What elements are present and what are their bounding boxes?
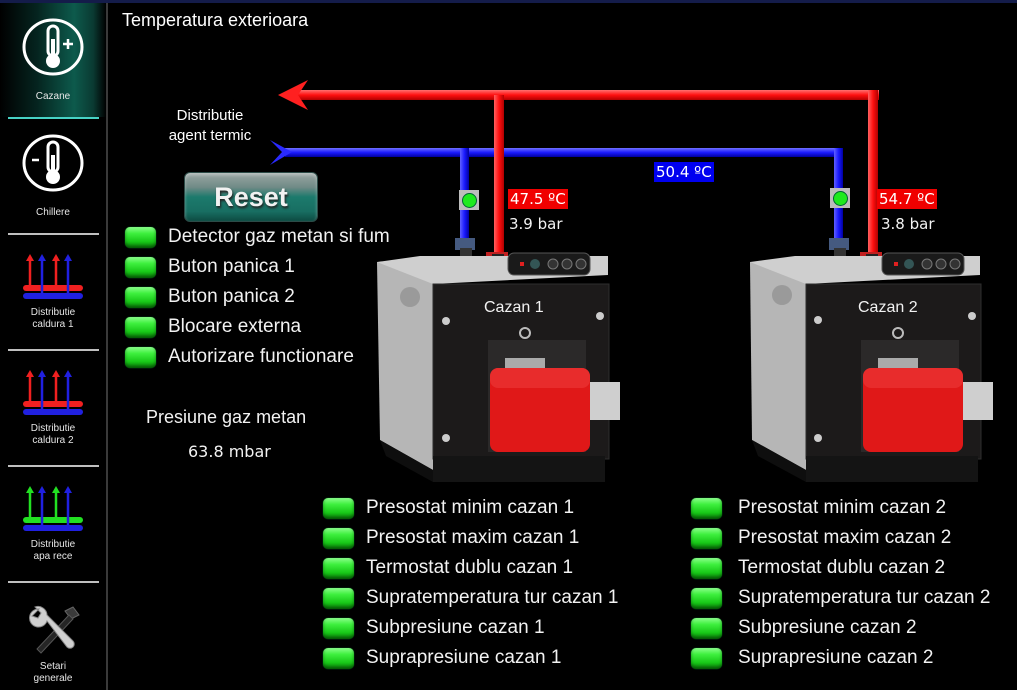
supply-pipe-main (290, 90, 879, 100)
status-led-icon (691, 557, 722, 579)
status-led-icon (691, 617, 722, 639)
sidebar-item-cazane[interactable]: Cazane (0, 3, 106, 117)
status-item: Subpresiune cazan 2 (691, 613, 990, 643)
sidebar-divider (8, 581, 99, 583)
sidebar-item-label: Cazane (35, 91, 71, 102)
status-led-icon (691, 497, 722, 519)
boiler-2-pressure: 3.8 bar (881, 215, 935, 233)
general-status-list: Detector gaz metan si fum Buton panica 1… (125, 222, 390, 372)
status-led-icon (691, 647, 722, 669)
boiler-1-pressure: 3.9 bar (509, 215, 563, 233)
reset-button[interactable]: Reset (184, 172, 318, 222)
sidebar-item-distributie-apa-rece[interactable]: Distributie apa rece (0, 471, 106, 579)
thermometer-plus-icon (22, 18, 84, 76)
boiler-1-pump-indicator (459, 190, 479, 210)
status-led-icon (125, 256, 156, 278)
status-item: Buton panica 2 (125, 282, 390, 312)
status-led-icon (125, 316, 156, 338)
status-item: Detector gaz metan si fum (125, 222, 390, 252)
status-item: Termostat dublu cazan 1 (323, 553, 618, 583)
pump-status-icon (461, 192, 477, 208)
status-led-icon (125, 286, 156, 308)
status-led-icon (125, 346, 156, 368)
status-led-icon (323, 587, 354, 609)
status-item: Supratemperatura tur cazan 2 (691, 583, 990, 613)
status-item: Presostat maxim cazan 2 (691, 523, 990, 553)
gas-pressure-value: 63.8 mbar (188, 442, 271, 461)
boiler-2-graphic[interactable] (750, 238, 993, 482)
status-led-icon (125, 226, 156, 248)
status-led-icon (323, 647, 354, 669)
top-bar (0, 0, 1017, 3)
status-led-icon (691, 527, 722, 549)
return-temperature: 50.4 ºC (654, 162, 714, 182)
sidebar-item-label: Distributie caldura 2 (30, 423, 76, 446)
tools-icon (29, 606, 80, 654)
distribution-label: Distributie agent termic (168, 107, 252, 144)
sidebar-divider (8, 349, 99, 351)
status-item: Presostat minim cazan 2 (691, 493, 990, 523)
status-item: Presostat maxim cazan 1 (323, 523, 618, 553)
status-item: Suprapresiune cazan 1 (323, 643, 618, 673)
boiler-2-status-list: Presostat minim cazan 2 Presostat maxim … (691, 493, 990, 673)
cold-water-distribution-icon (23, 486, 83, 531)
status-led-icon (323, 557, 354, 579)
sidebar-item-label: Distributie apa rece (30, 539, 76, 562)
boiler-1-status-list: Presostat minim cazan 1 Presostat maxim … (323, 493, 618, 673)
status-item: Buton panica 1 (125, 252, 390, 282)
status-led-icon (691, 587, 722, 609)
return-pipe-arrow (270, 140, 292, 165)
supply-pipe-arrow (278, 80, 308, 110)
status-item: Presostat minim cazan 1 (323, 493, 618, 523)
sidebar-item-label: Chillere (36, 207, 70, 218)
sidebar-item-label: Distributie caldura 1 (30, 307, 76, 330)
status-item: Autorizare functionare (125, 342, 390, 372)
sidebar-divider (8, 465, 99, 467)
return-pipe-main (285, 148, 843, 157)
supply-pipe-boiler1 (494, 95, 504, 255)
sidebar-divider (8, 117, 99, 119)
sidebar: Cazane Chillere Distributie caldura 1 (0, 3, 108, 690)
sidebar-item-distributie-caldura-2[interactable]: Distributie caldura 2 (0, 355, 106, 463)
status-item: Subpresiune cazan 1 (323, 613, 618, 643)
heat-distribution-icon (23, 254, 83, 299)
status-item: Blocare externa (125, 312, 390, 342)
sidebar-item-label: Setari generale (33, 661, 73, 684)
sidebar-item-setari-generale[interactable]: Setari generale (0, 601, 106, 690)
boiler-1-flow-temperature: 47.5 ºC (508, 189, 568, 209)
page-title: Temperatura exterioara (122, 10, 309, 30)
status-led-icon (323, 617, 354, 639)
gas-pressure-label: Presiune gaz metan (146, 407, 307, 427)
boiler-2-pump-indicator (830, 188, 850, 208)
sidebar-item-chillere[interactable]: Chillere (0, 121, 106, 233)
sidebar-item-distributie-caldura-1[interactable]: Distributie caldura 1 (0, 239, 106, 347)
thermometer-minus-icon (22, 134, 84, 192)
status-led-icon (323, 527, 354, 549)
boiler-1-graphic[interactable] (377, 238, 620, 482)
status-led-icon (323, 497, 354, 519)
sidebar-divider (8, 233, 99, 235)
status-item: Supratemperatura tur cazan 1 (323, 583, 618, 613)
boiler-1-name: Cazan 1 (484, 299, 544, 316)
heat-distribution-icon (23, 370, 83, 415)
boiler-2-name: Cazan 2 (858, 299, 918, 316)
supply-pipe-boiler2 (868, 90, 878, 255)
pump-status-icon (832, 190, 848, 206)
status-item: Termostat dublu cazan 2 (691, 553, 990, 583)
boiler-2-flow-temperature: 54.7 ºC (877, 189, 937, 209)
status-item: Suprapresiune cazan 2 (691, 643, 990, 673)
